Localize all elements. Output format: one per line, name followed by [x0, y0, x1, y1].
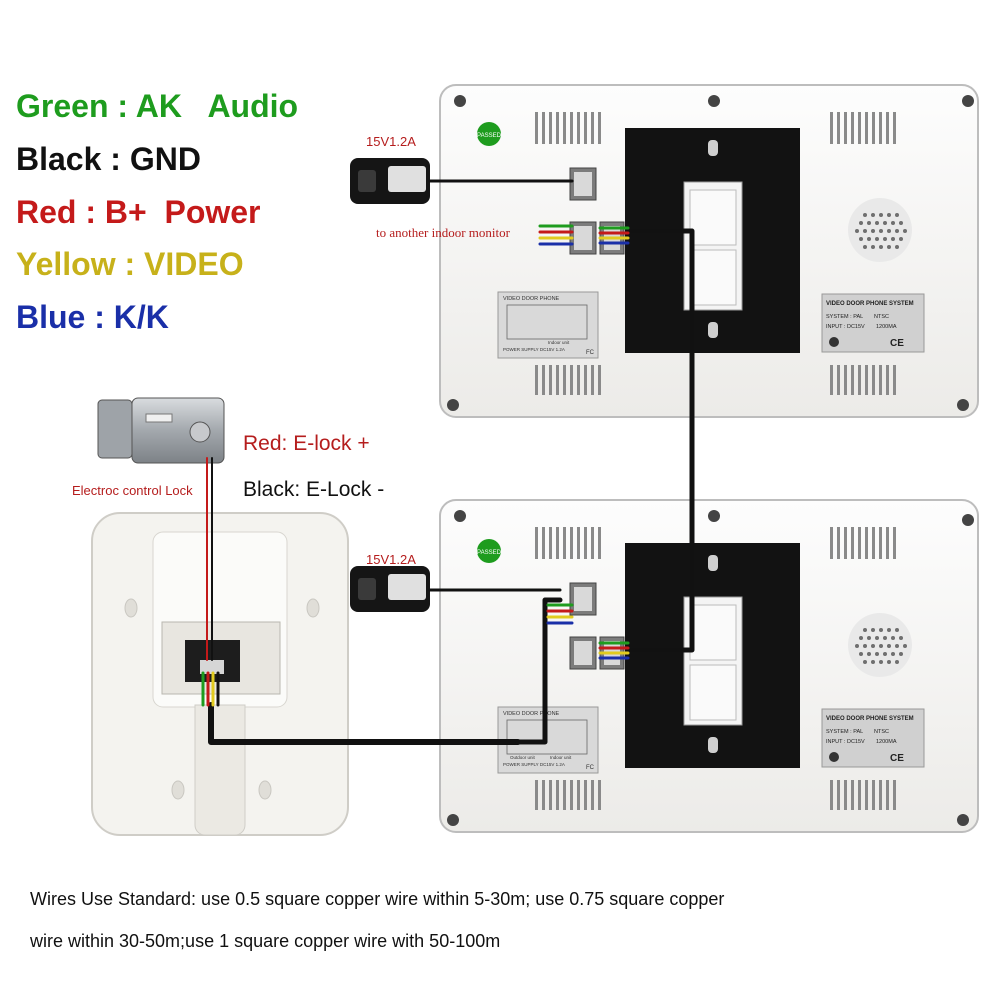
plate-input: INPUT : DC15V — [826, 739, 865, 745]
speaker-grille — [848, 198, 912, 262]
elock-minus-label: Black: E-Lock - — [243, 478, 385, 501]
outdoor-to-monitor-cable — [208, 702, 521, 745]
legend-blue: Blue : K/K — [16, 299, 169, 335]
indoor-monitor-bottom: PASSED VIDEO DOOR PHONE POWER SUPPLY DC1… — [439, 499, 979, 833]
fc-mark: FC — [586, 350, 595, 356]
wiring-label-supply: POWER SUPPLY DC15V 1.2A — [503, 347, 565, 352]
wire-standard-note-line1: Wires Use Standard: use 0.5 square coppe… — [30, 889, 725, 909]
wiring-label-outdoor: Outdoor unit — [510, 755, 536, 760]
rating-plate-top: VIDEO DOOR PHONE SYSTEM SYSTEM : PAL NTS… — [821, 293, 925, 353]
four-wire-bundle-top — [538, 224, 630, 246]
plate-ntsc: NTSC — [874, 729, 889, 735]
wire-standard-note-line2: wire within 30-50m;use 1 square copper w… — [30, 931, 501, 951]
ce-mark: CE — [890, 338, 904, 349]
another-monitor-label: to another indoor monitor — [376, 225, 510, 240]
legend-black: Black : GND — [16, 141, 201, 177]
monitor-link-cable — [625, 228, 695, 653]
wiring-label-title: VIDEO DOOR PHONE — [503, 711, 560, 717]
ce-mark: CE — [890, 753, 904, 764]
wires — [201, 179, 695, 745]
power-adapter-top — [350, 158, 430, 204]
electric-lock — [97, 397, 225, 464]
legend-yellow: Yellow : VIDEO — [16, 246, 244, 282]
wiring-label-supply: POWER SUPPLY DC15V 1.2A — [503, 762, 565, 767]
wiring-label-top: VIDEO DOOR PHONE POWER SUPPLY DC15V 1.2A… — [497, 291, 599, 359]
adapter-top-label: 15V1.2A — [366, 134, 416, 149]
plate-title: VIDEO DOOR PHONE SYSTEM — [826, 301, 914, 307]
adapter-bottom-label: 15V1.2A — [366, 552, 416, 567]
four-wire-bundle-outdoor — [201, 671, 220, 707]
passed-sticker — [477, 122, 501, 146]
plate-system: SYSTEM : PAL — [826, 729, 863, 735]
legend-green: Green : AK Audio — [16, 88, 299, 124]
fc-mark: FC — [586, 765, 595, 771]
power-adapter-bottom — [350, 566, 430, 612]
passed-text: PASSED — [477, 133, 502, 139]
plate-input: INPUT : DC15V — [826, 324, 865, 330]
legend-red: Red : B+ Power — [16, 194, 261, 230]
four-wire-bundle-bottom — [546, 603, 630, 660]
bottom-terminal-cable — [515, 597, 563, 745]
passed-text: PASSED — [477, 550, 502, 556]
wiring-label-indoor: Indoor unit — [548, 340, 570, 345]
vent-slots — [535, 112, 896, 395]
plate-title: VIDEO DOOR PHONE SYSTEM — [826, 716, 914, 722]
plate-current: 1200MA — [876, 324, 897, 330]
outdoor-unit-back — [91, 512, 349, 836]
plate-ntsc: NTSC — [874, 314, 889, 320]
lock-caption: Electroc control Lock — [72, 483, 193, 498]
plate-system: SYSTEM : PAL — [826, 314, 863, 320]
elock-plus-label: Red: E-lock + — [243, 432, 370, 455]
plate-current: 1200MA — [876, 739, 897, 745]
wiring-label-title: VIDEO DOOR PHONE — [503, 296, 560, 302]
indoor-monitor-top: PASSED VIDEO DOOR PHONE POWER SUPPL — [439, 84, 979, 418]
wiring-label-indoor: Indoor unit — [550, 755, 572, 760]
